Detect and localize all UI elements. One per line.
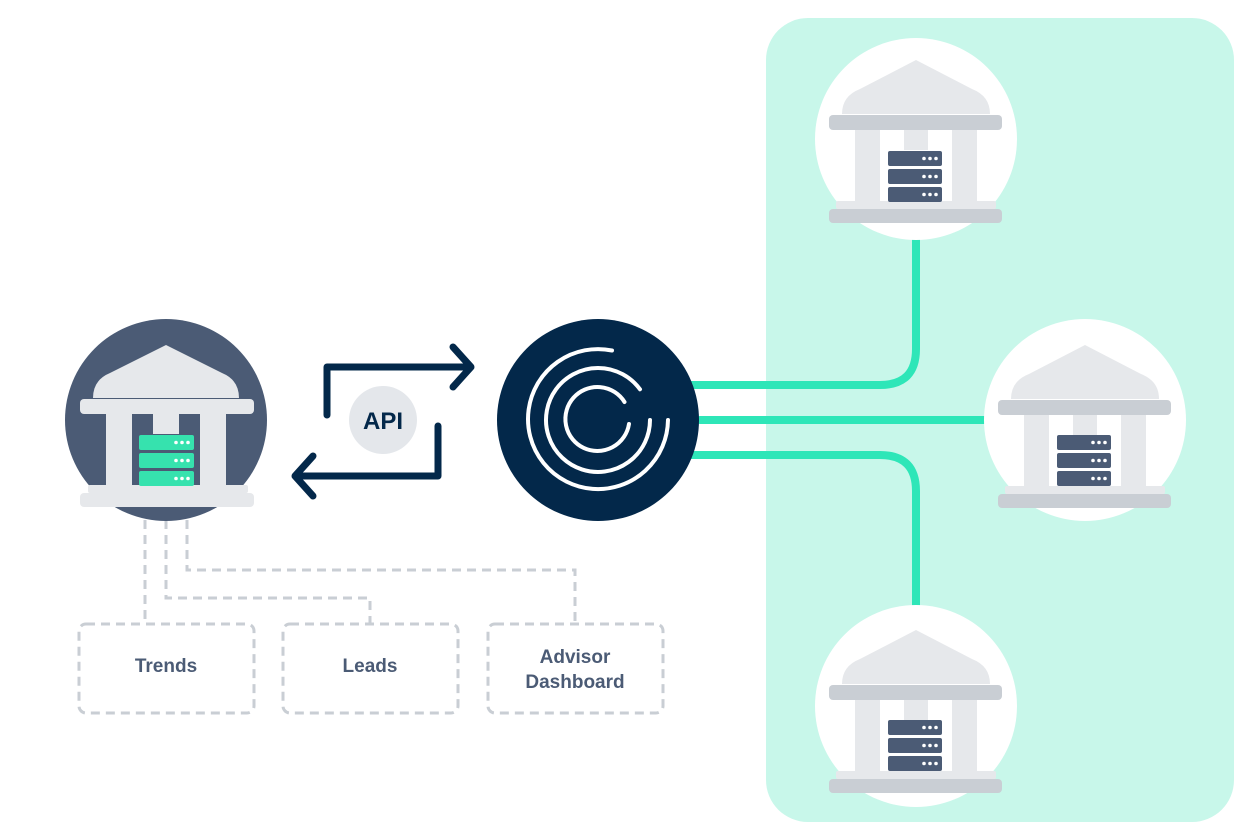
output-boxes: Trends Leads Advisor Dashboard xyxy=(77,622,665,715)
arrow-left xyxy=(291,422,442,500)
concentric-arcs-logo-icon xyxy=(526,347,670,492)
output-box-leads xyxy=(281,622,460,715)
hub xyxy=(497,319,699,521)
bank-with-dark-server-icon xyxy=(998,345,1171,508)
output-label-advisor: Advisor xyxy=(540,647,611,668)
arrow-right xyxy=(323,343,475,419)
api-bubble xyxy=(349,386,417,454)
output-label-dashboard: Dashboard xyxy=(525,672,624,693)
bank-with-green-server-icon xyxy=(80,345,254,507)
dashed-connector-advisor xyxy=(185,520,577,624)
bank-with-dark-server-icon xyxy=(829,60,1002,223)
two-way-arrows-icon xyxy=(291,343,475,500)
output-label-trends: Trends xyxy=(135,656,197,677)
green-server-stack xyxy=(139,435,194,486)
partner-bank-middle xyxy=(984,319,1186,521)
api-label: API xyxy=(363,408,403,435)
partner-bank-bottom xyxy=(815,605,1017,807)
connector-lines xyxy=(686,232,989,610)
connector-line-top xyxy=(686,232,920,389)
bank-with-dark-server-icon xyxy=(829,630,1002,793)
source-bank xyxy=(65,319,267,521)
partner-bank-top xyxy=(815,38,1017,240)
dashed-connectors xyxy=(143,520,577,624)
output-label-leads: Leads xyxy=(343,656,398,677)
output-box-trends xyxy=(77,622,256,715)
output-box-advisor-dashboard xyxy=(486,622,665,715)
dashed-connector-leads xyxy=(164,520,372,624)
connector-line-bottom xyxy=(686,451,920,610)
